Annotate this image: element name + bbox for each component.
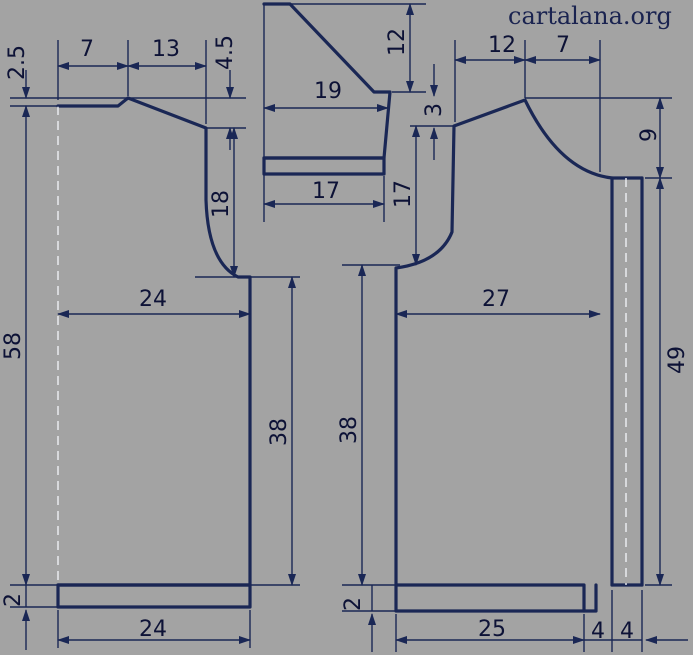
label-front-27: 27 — [482, 287, 510, 312]
label-front-4b: 4 — [620, 619, 634, 644]
back-outline — [56, 96, 252, 587]
label-front-9: 9 — [637, 128, 662, 142]
front-outline — [394, 98, 614, 587]
label-back-24: 24 — [139, 287, 167, 312]
label-back-2: 2 — [1, 593, 26, 607]
front-hem-band — [394, 583, 586, 613]
label-cap-17: 17 — [312, 179, 340, 204]
label-front-25: 25 — [478, 617, 506, 642]
label-cap-19: 19 — [314, 79, 342, 104]
label-front-2: 2 — [341, 597, 366, 611]
label-front-17: 17 — [391, 180, 416, 208]
label-front-3: 3 — [422, 103, 447, 117]
label-back-58: 58 — [1, 332, 26, 360]
front-piece: 12 7 3 9 17 27 38 49 2 25 4 4 — [337, 33, 690, 652]
label-back-7: 7 — [80, 37, 94, 62]
label-back-38: 38 — [267, 418, 292, 446]
back-hem-band — [56, 583, 252, 609]
sleeve-cap-band — [262, 156, 386, 176]
label-front-12: 12 — [488, 33, 516, 58]
label-back-13: 13 — [152, 37, 180, 62]
label-back-18: 18 — [209, 190, 234, 218]
sleeve-cap-piece: 12 19 17 — [262, 2, 426, 222]
label-back-4-5: 4.5 — [213, 35, 238, 70]
label-back-2-5: 2.5 — [5, 45, 30, 80]
label-front-49: 49 — [665, 346, 690, 374]
label-front-38: 38 — [337, 416, 362, 444]
watermark-text: cartalana.org — [508, 2, 672, 30]
label-cap-12: 12 — [385, 28, 410, 56]
front-hem-corner — [582, 583, 598, 613]
back-piece: 7 13 4.5 2.5 18 58 24 38 2 24 — [1, 35, 300, 650]
label-front-7: 7 — [556, 33, 570, 58]
label-front-4a: 4 — [591, 619, 605, 644]
label-back-bottom-24: 24 — [139, 617, 167, 642]
